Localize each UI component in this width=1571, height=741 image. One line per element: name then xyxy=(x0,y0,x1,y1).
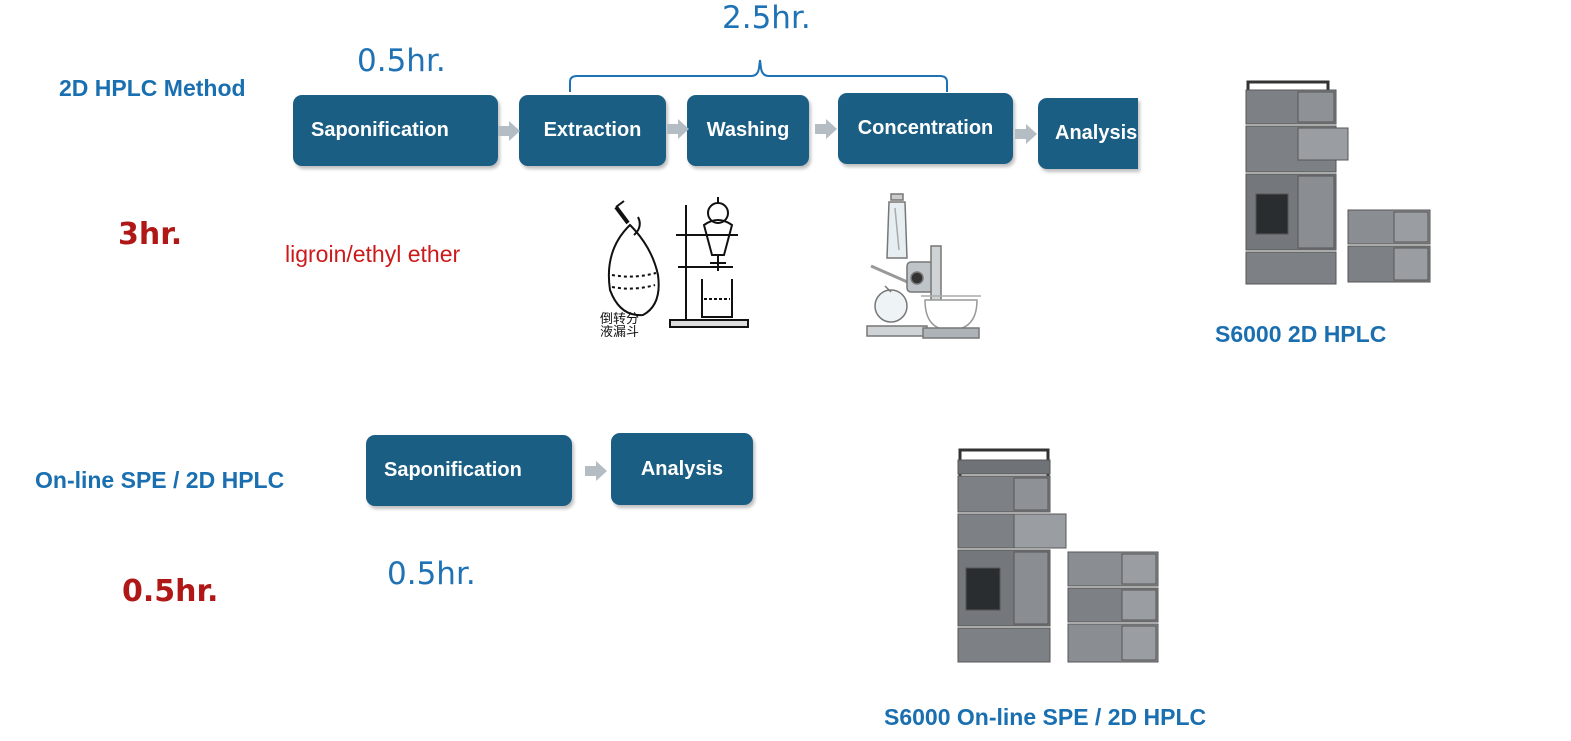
method1-label: 2D HPLC Method xyxy=(59,75,246,101)
method2-total-time: 0.5hr. xyxy=(122,574,219,609)
method2-step-saponification: Saponification xyxy=(366,435,572,506)
method2-step-analysis: Analysis xyxy=(611,433,753,505)
brace-icon xyxy=(569,59,948,92)
method2-step-time: 0.5hr. xyxy=(387,556,476,592)
method1-total-time: 3hr. xyxy=(118,217,183,252)
arrow-icon xyxy=(1015,124,1037,144)
method1-step-concentration: Concentration xyxy=(838,93,1013,164)
arrow-icon xyxy=(815,119,837,139)
separatory-funnel-illustration: 倒转分 液漏斗 xyxy=(600,197,749,337)
hplc-instrument-2d xyxy=(1245,80,1431,285)
method1-saponification-time: 0.5hr. xyxy=(357,43,446,79)
funnel-caption: 倒转分 xyxy=(600,312,639,327)
hplc-instrument-spe xyxy=(957,448,1159,663)
svg-text:液漏斗: 液漏斗 xyxy=(600,324,639,337)
method1-step-extraction: Extraction xyxy=(519,95,666,166)
arrow-icon xyxy=(585,461,607,481)
method2-label: On-line SPE / 2D HPLC xyxy=(35,467,285,493)
solvent-label: ligroin/ethyl ether xyxy=(285,241,461,267)
method1-step-washing: Washing xyxy=(687,95,809,166)
arrow-icon xyxy=(498,121,520,141)
rotary-evaporator-illustration xyxy=(866,193,981,339)
instrument-caption-spe: S6000 On-line SPE / 2D HPLC xyxy=(884,704,1207,730)
method1-step-analysis: Analysis xyxy=(1038,98,1138,169)
arrow-icon xyxy=(667,119,689,139)
instrument-caption-2d: S6000 2D HPLC xyxy=(1215,321,1387,347)
method1-processing-time: 2.5hr. xyxy=(722,0,811,36)
method1-step-saponification: Saponification xyxy=(293,95,498,166)
